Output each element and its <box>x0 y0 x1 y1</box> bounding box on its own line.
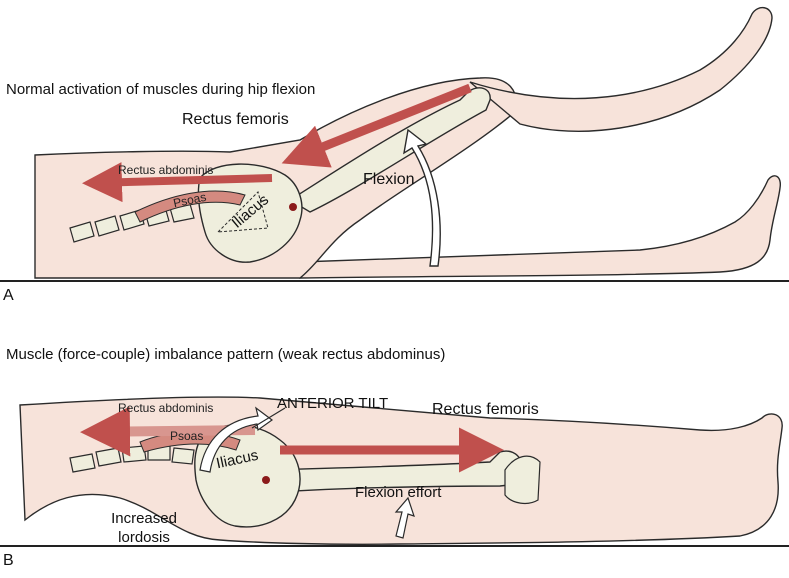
rectus-femoris-label-b: Rectus femoris <box>432 401 539 418</box>
psoas-label-b: Psoas <box>170 429 204 443</box>
iliacus-muscle-a <box>216 191 269 233</box>
rectus-abdominis-label-b: Rectus abdominis <box>118 401 214 415</box>
psoas-muscle-a <box>134 190 246 223</box>
rectus-femoris-arrow-a <box>281 83 472 168</box>
flexion-effort-label-b: Flexion effort <box>355 484 442 501</box>
rectus-abdominis-arrow-a <box>82 162 273 203</box>
femur-a <box>288 87 491 213</box>
panel-b-title: Muscle (force-couple) imbalance pattern … <box>6 346 446 363</box>
panel-a-letter: A <box>3 287 14 304</box>
panel-a-title: Normal activation of muscles during hip … <box>6 81 316 98</box>
increased-lordosis-label-b: Increased lordosis <box>104 510 184 548</box>
anterior-tilt-leader-b <box>251 407 286 429</box>
anterior-tilt-label-b: ANTERIOR TILT <box>277 395 389 412</box>
rectus-femoris-label-a: Rectus femoris <box>182 111 289 128</box>
pelvis-b <box>194 424 301 528</box>
patella-b <box>504 455 541 505</box>
lordosis-line-2: lordosis <box>118 528 170 546</box>
straight-leg-a <box>299 175 782 279</box>
anterior-tilt-arrow-b <box>199 406 274 473</box>
raised-leg-a <box>469 7 773 132</box>
flexion-arrow-a <box>403 128 441 267</box>
panel-b-letter: B <box>3 552 14 569</box>
flexion-label-a: Flexion <box>363 171 415 188</box>
flexion-effort-arrow-b <box>394 496 415 539</box>
panel-b-illustration <box>0 396 789 547</box>
panel-a-illustration <box>0 7 789 282</box>
hip-joint-a <box>289 203 297 211</box>
rectus-abdominis-label-a: Rectus abdominis <box>118 163 214 177</box>
hip-joint-b <box>262 476 270 484</box>
lordosis-line-1: Increased <box>111 510 177 527</box>
